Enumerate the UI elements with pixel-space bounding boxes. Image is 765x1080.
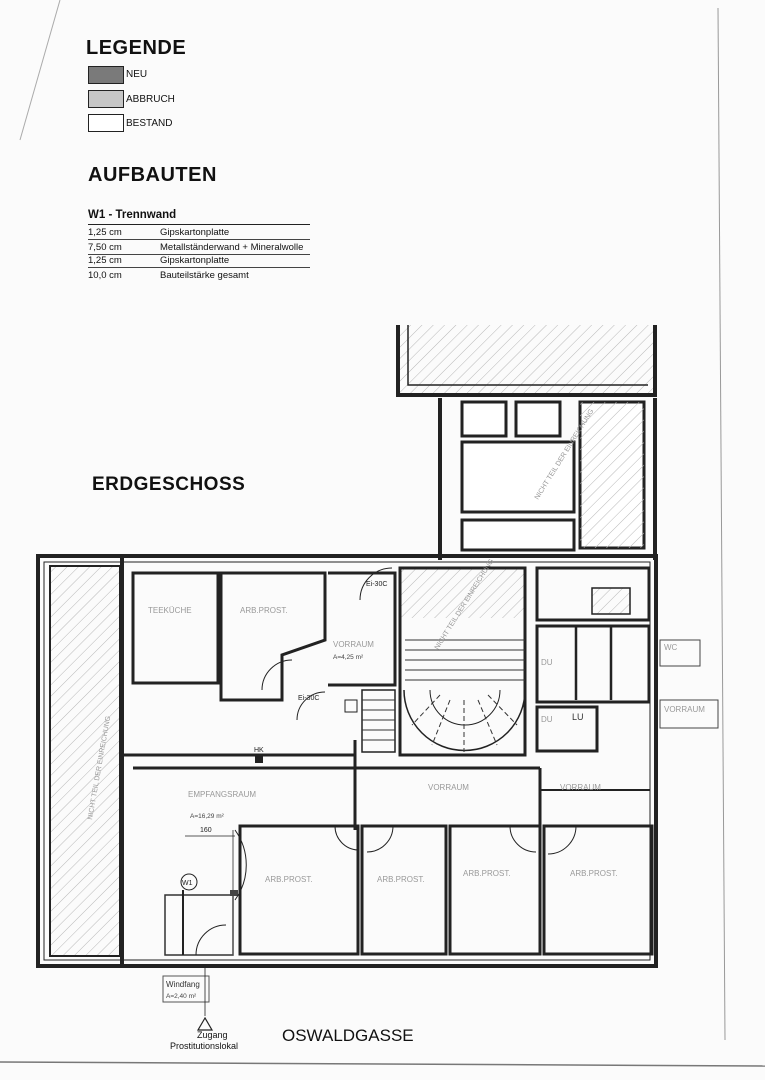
legend-label-abbruch: ABBRUCH	[126, 94, 175, 105]
room-label-arb5: ARB.PROST.	[570, 869, 618, 878]
ei30c-label: Ei-30C	[366, 581, 387, 588]
room-label-lu: LU	[572, 712, 584, 722]
legend-swatch-abbruch	[88, 90, 124, 108]
layer-rule	[88, 254, 310, 255]
spiral-staircase	[403, 639, 526, 752]
floor-title: ERDGESCHOSS	[92, 474, 246, 495]
layer-rule	[88, 267, 310, 268]
layer-thickness: 7,50 cm	[88, 242, 122, 253]
vorraum-annex-box	[659, 699, 719, 729]
room-area-vorraum1: A=4,25 m²	[333, 654, 364, 661]
layer-rule	[88, 239, 310, 240]
aufbauten-title: AUFBAUTEN	[88, 164, 217, 186]
small-staircase	[344, 689, 396, 753]
w1-label: W1	[182, 880, 193, 887]
layer-material: Gipskartonplatte	[160, 227, 230, 238]
wall-type-title: W1 - Trennwand	[88, 209, 177, 221]
legend-swatch-neu	[88, 66, 124, 84]
entrance-label: Prostitutionslokal	[170, 1041, 238, 1051]
room-label-teekuche: TEEKÜCHE	[148, 606, 192, 615]
layer-material: Bauteilstärke gesamt	[160, 270, 249, 281]
entrance-arrow-icon	[196, 1016, 214, 1031]
legend-swatch-bestand	[88, 114, 124, 132]
layer-thickness: 1,25 cm	[88, 227, 122, 238]
hk-label: HK	[254, 747, 264, 754]
room-label-du2: DU	[541, 715, 553, 724]
room-area-empfang: A=16,29 m²	[190, 813, 225, 820]
courtyard-area	[396, 325, 657, 560]
wall-title-rule	[88, 224, 310, 225]
dim-160: 160	[200, 827, 212, 834]
entrance-label: Zugang	[197, 1030, 228, 1040]
windfang-area: A=2,40 m²	[166, 993, 197, 1000]
room-label-arb1: ARB.PROST.	[240, 606, 288, 615]
layer-material: Metallständerwand + Mineralwolle	[160, 242, 304, 253]
room-label-vorraum3: VORRAUM	[560, 783, 601, 792]
legend-label-bestand: BESTAND	[126, 118, 173, 129]
room-label-du1: DU	[541, 658, 553, 667]
room-label-wc: WC	[664, 643, 678, 652]
layer-thickness: 10,0 cm	[88, 270, 122, 281]
room-label-arb2: ARB.PROST.	[265, 875, 313, 884]
wc-annex-box	[659, 639, 701, 667]
room-label-vorraum4: VORRAUM	[664, 705, 705, 714]
street-label: OSWALDGASSE	[282, 1026, 414, 1045]
layer-material: Gipskartonplatte	[160, 255, 230, 266]
legend-label-neu: NEU	[126, 69, 148, 80]
room-label-vorraum2: VORRAUM	[428, 783, 469, 792]
room-label-empfang: EMPFANGSRAUM	[188, 790, 256, 799]
hk-symbol	[255, 755, 263, 763]
room-label-vorraum1: VORRAUM	[333, 640, 374, 649]
layer-thickness: 1,25 cm	[88, 255, 122, 266]
door-swings	[195, 567, 577, 956]
windfang-label: Windfang	[166, 980, 200, 989]
ei30c-label: Ei-30C	[298, 695, 319, 702]
room-label-arb4: ARB.PROST.	[463, 869, 511, 878]
legend-title: LEGENDE	[86, 37, 187, 59]
w1-marker	[180, 873, 198, 891]
building-walls	[36, 554, 658, 968]
windfang-box	[162, 975, 210, 1003]
room-label-arb3: ARB.PROST.	[377, 875, 425, 884]
